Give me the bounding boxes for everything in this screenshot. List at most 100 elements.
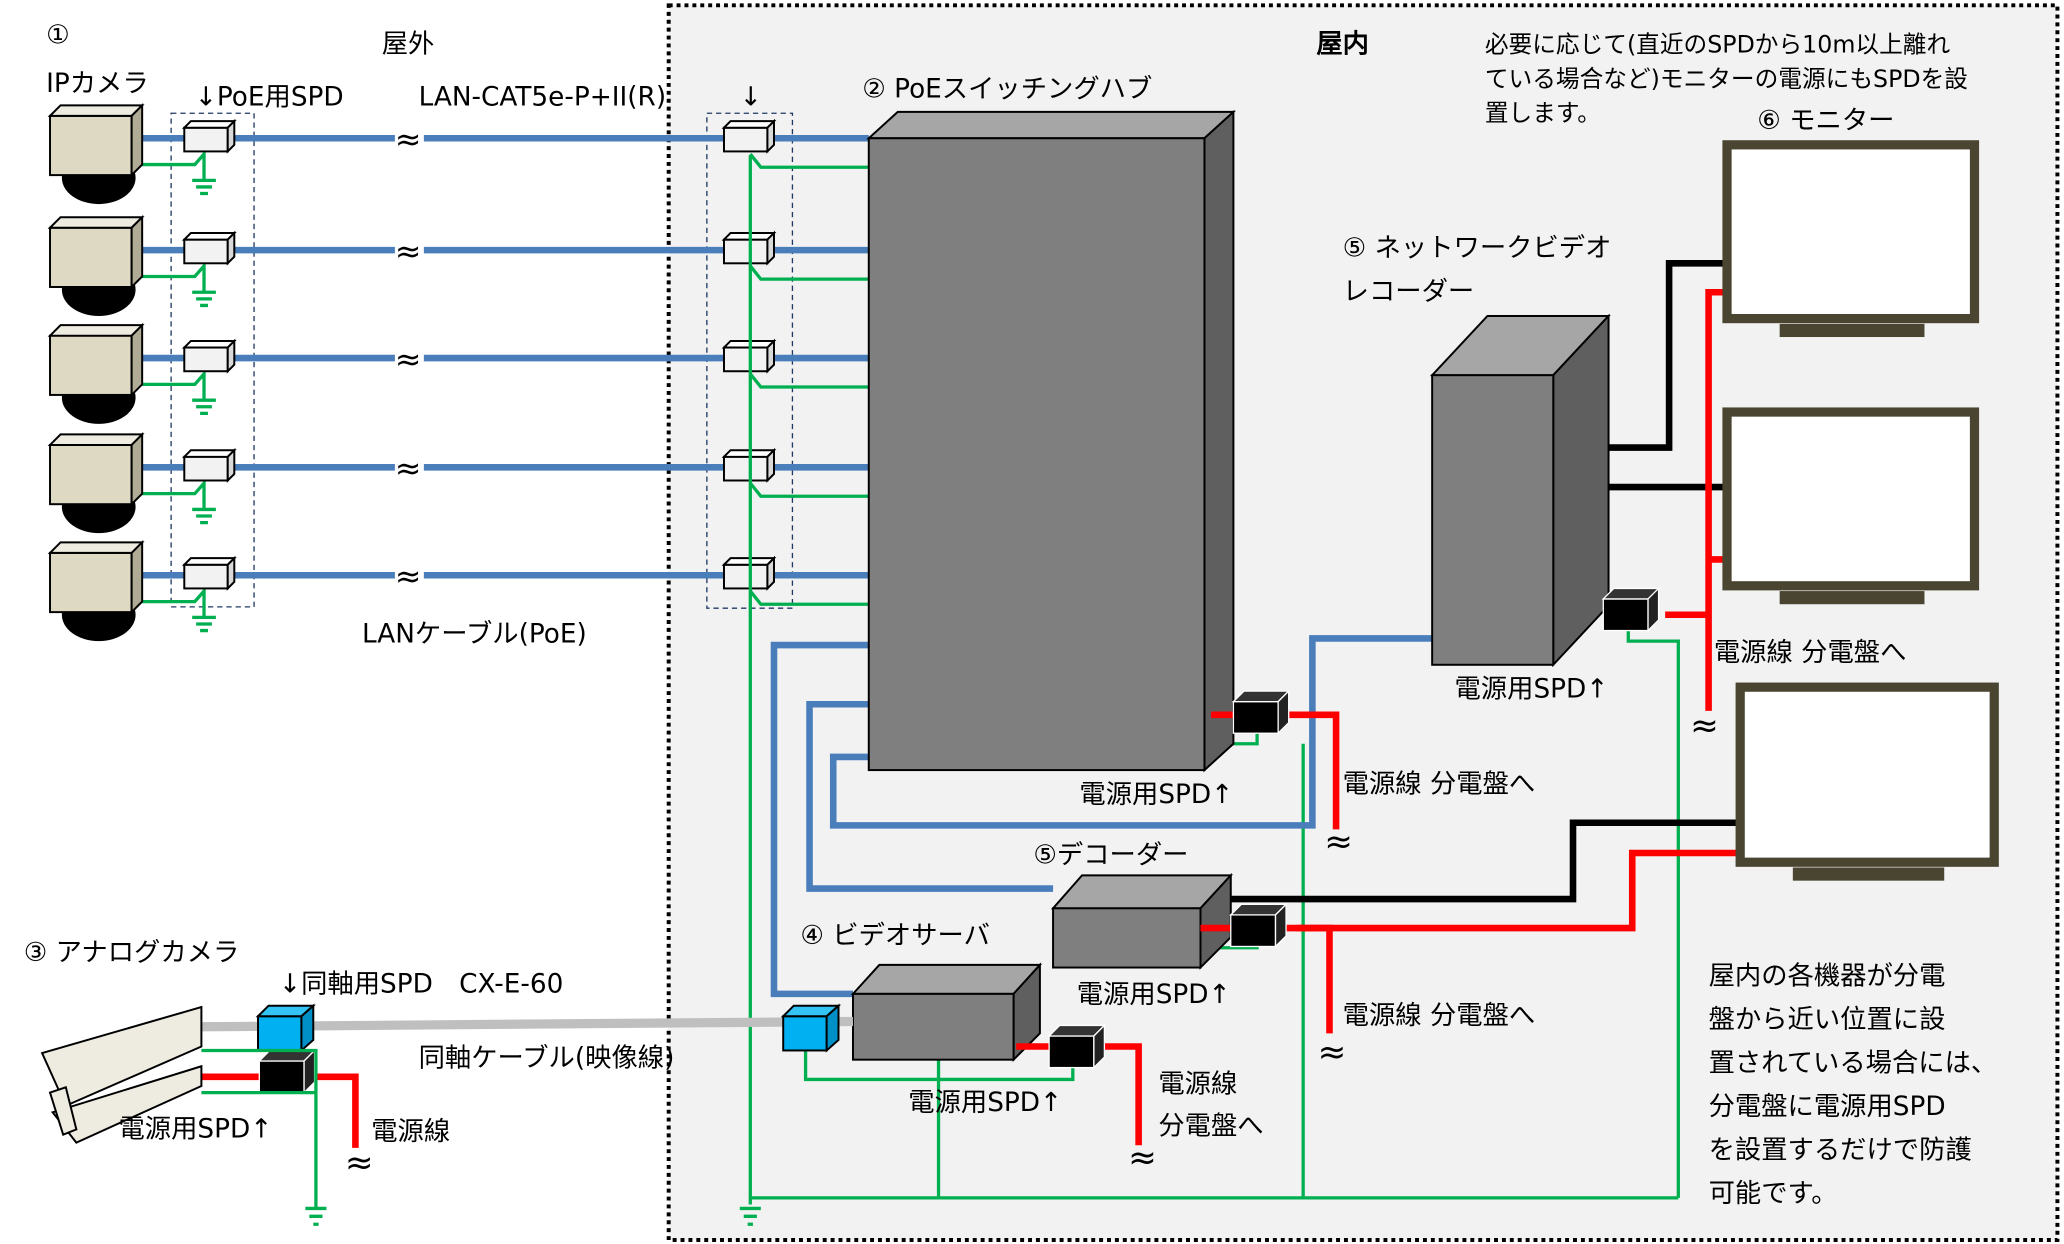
poe-spd-indoor bbox=[722, 455, 769, 482]
video-server bbox=[850, 962, 1043, 1063]
ground-wire bbox=[142, 149, 869, 181]
monitor-3 bbox=[1735, 682, 1999, 881]
break-symbols: ≈ ≈ ≈ ≈ ≈ bbox=[345, 706, 1719, 1183]
outdoor-label: 屋外 bbox=[382, 30, 435, 60]
monitor-label: ⑥ モニター bbox=[1757, 106, 1894, 136]
power-spd-label: 電源用SPD↑ bbox=[118, 1114, 272, 1144]
poe-spd-indoor bbox=[722, 126, 769, 153]
note-line: 盤から近い位置に設 bbox=[1709, 1005, 1946, 1035]
break-icon: ≈ bbox=[1128, 1138, 1157, 1178]
power-line-label: 電源線 分電盤へ bbox=[1343, 1001, 1536, 1031]
ip-camera-row: ≈ bbox=[47, 322, 869, 424]
poe-spd-label: ↓PoE用SPD bbox=[195, 82, 344, 112]
note-line: 分電盤に電源用SPD bbox=[1709, 1092, 1946, 1122]
poe-hub-label: ② PoEスイッチングハブ bbox=[862, 74, 1152, 104]
monitor-power-line bbox=[1296, 288, 1738, 932]
ground-wire bbox=[142, 478, 869, 510]
video-cable bbox=[1197, 260, 1738, 903]
ground-wire bbox=[142, 586, 869, 618]
power-line-label: 電源線 bbox=[1158, 1070, 1237, 1100]
video-server-label: ④ ビデオサーバ bbox=[800, 921, 990, 951]
note-top-line: 必要に応じて(直近のSPDから10m以上離れ bbox=[1485, 31, 1951, 59]
nvr-label: ⑤ ネットワークビデオ bbox=[1343, 234, 1612, 264]
ground-wire bbox=[142, 369, 869, 401]
network-video-recorder bbox=[1429, 313, 1611, 668]
ground-wire bbox=[142, 261, 869, 293]
lan-cable-label: LANケーブル(PoE) bbox=[362, 619, 587, 649]
ground-icon bbox=[192, 507, 216, 525]
break-icon: ≈ bbox=[1690, 706, 1719, 746]
power-spd-label: 電源用SPD↑ bbox=[1079, 780, 1233, 810]
ip-camera-row: ≈ bbox=[47, 539, 869, 642]
ip-camera-row: ≈ bbox=[47, 102, 869, 205]
poe-spd-outdoor bbox=[183, 346, 229, 373]
nvr-label: レコーダー bbox=[1343, 277, 1475, 307]
analog-camera bbox=[40, 1005, 203, 1144]
break-icon: ≈ bbox=[345, 1143, 374, 1183]
power-spd bbox=[257, 1048, 317, 1095]
poe-spd-outdoor bbox=[183, 563, 229, 590]
ground-icon bbox=[192, 615, 216, 633]
power-spd-label: 電源用SPD↑ bbox=[1455, 675, 1609, 705]
power-line bbox=[201, 711, 1340, 1148]
ip-camera-row: ≈ bbox=[47, 214, 869, 316]
coax-spd-label: ↓同軸用SPD CX-E-60 bbox=[279, 970, 563, 1000]
ground-icon bbox=[192, 178, 216, 196]
lan-spd-model: LAN-CAT5e-P+II(R) bbox=[419, 82, 667, 112]
ip-camera bbox=[49, 551, 133, 614]
poe-spd-outdoor bbox=[183, 238, 229, 265]
lan-cable-internal bbox=[770, 635, 1433, 998]
ground-icon bbox=[192, 398, 216, 416]
note-line: を設置するだけで防護 bbox=[1709, 1135, 1972, 1165]
note-line: 置されている場合には、 bbox=[1709, 1049, 1998, 1079]
arrow-down-icon: ↓ bbox=[740, 82, 762, 112]
power-line-label: 電源線 分電盤へ bbox=[1714, 638, 1907, 668]
note-top-line: 置します。 bbox=[1485, 99, 1601, 127]
ip-camera-row: ≈ bbox=[47, 432, 869, 534]
power-spd bbox=[1601, 586, 1661, 633]
break-icon: ≈ bbox=[395, 451, 421, 487]
break-icon: ≈ bbox=[395, 234, 421, 270]
ground-icon bbox=[305, 1206, 327, 1226]
power-spd bbox=[1229, 902, 1288, 949]
poe-spd-outdoor bbox=[183, 455, 229, 482]
ip-camera-rows: ≈ ≈ ≈ ≈ ≈ bbox=[47, 102, 869, 642]
decoder bbox=[1050, 872, 1234, 970]
break-icon: ≈ bbox=[395, 122, 421, 158]
power-line-label: 電源線 分電盤へ bbox=[1343, 769, 1536, 799]
poe-spd-indoor bbox=[722, 563, 769, 590]
power-spd bbox=[1047, 1023, 1106, 1070]
break-icon: ≈ bbox=[395, 342, 421, 378]
ground-icon bbox=[192, 290, 216, 308]
power-spd-label: 電源用SPD↑ bbox=[1077, 980, 1231, 1010]
analog-ground-wire bbox=[201, 1048, 318, 1209]
monitor-1 bbox=[1722, 140, 1980, 338]
ip-camera bbox=[49, 226, 133, 288]
note-line: 屋内の各機器が分電 bbox=[1709, 962, 1946, 992]
ip-camera-label: IPカメラ bbox=[46, 69, 149, 99]
poe-spd-indoor bbox=[722, 346, 769, 373]
note-top-line: ている場合など)モニターの電源にもSPDを設 bbox=[1485, 65, 1968, 93]
note-line: 可能です。 bbox=[1709, 1179, 1838, 1209]
coax-spd-outdoor bbox=[255, 1003, 316, 1053]
coax-spd-indoor bbox=[780, 1003, 842, 1053]
decoder-label: ⑤デコーダー bbox=[1033, 841, 1188, 871]
power-line-label: 分電盤へ bbox=[1158, 1112, 1263, 1142]
poe-spd-outdoor bbox=[183, 126, 229, 153]
ip-camera bbox=[49, 114, 133, 177]
poe-spd-indoor bbox=[722, 238, 769, 265]
ip-camera bbox=[49, 443, 133, 506]
break-icon: ≈ bbox=[1318, 1033, 1347, 1073]
ip-camera bbox=[49, 334, 133, 396]
note-bottom: 屋内の各機器が分電 盤から近い位置に設 置されている場合には、 分電盤に電源用S… bbox=[1709, 962, 1998, 1209]
ip-camera-number: ① bbox=[46, 20, 70, 50]
power-spd bbox=[1231, 689, 1291, 735]
break-icon: ≈ bbox=[395, 559, 421, 595]
ground-icon bbox=[739, 1206, 761, 1226]
power-spd-label: 電源用SPD↑ bbox=[908, 1088, 1062, 1118]
monitor-2 bbox=[1722, 407, 1980, 605]
poe-switching-hub bbox=[866, 109, 1236, 773]
break-icon: ≈ bbox=[1324, 822, 1353, 862]
indoor-label: 屋内 bbox=[1316, 30, 1369, 60]
